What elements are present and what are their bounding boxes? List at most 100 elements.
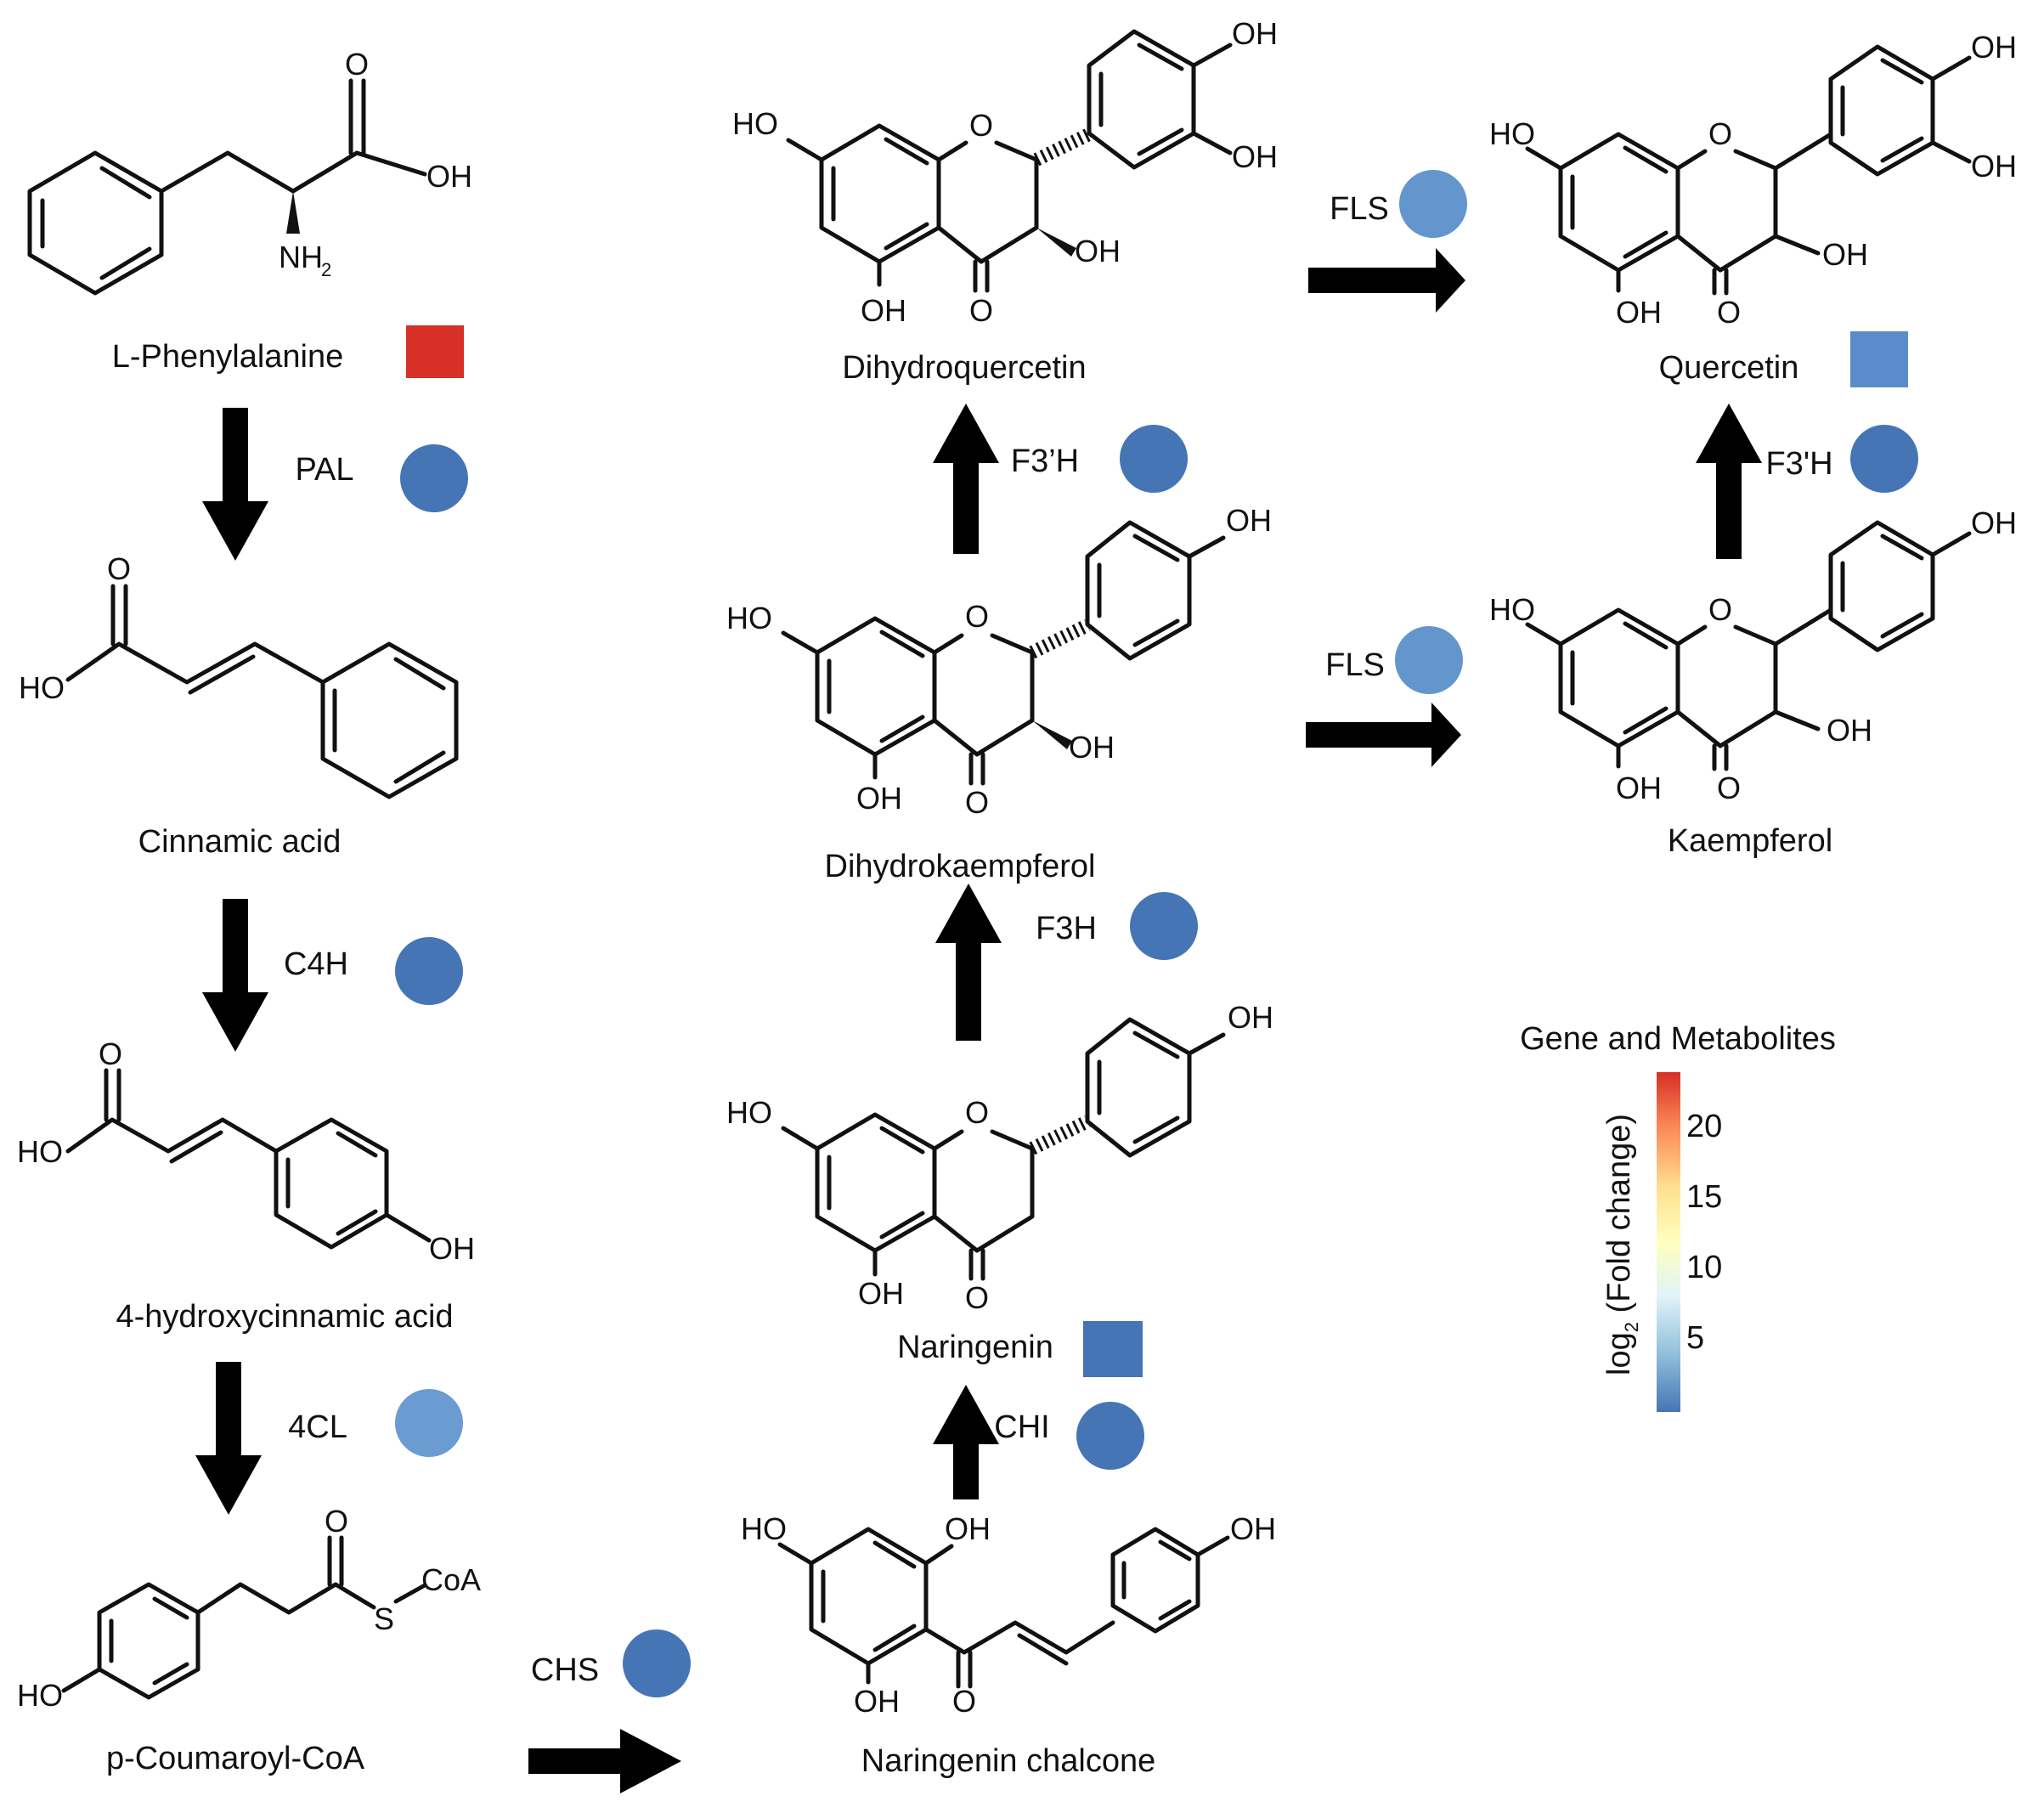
gene-marker-4cl [395, 1389, 463, 1457]
atom-oh: OH [1616, 295, 1662, 330]
atom-oh: OH [856, 781, 902, 816]
gene-marker-chi [1076, 1402, 1144, 1470]
arrow-chi [933, 1385, 999, 1499]
structure-naringenin: O HO OH O OH [726, 1000, 1273, 1315]
label-enzyme-f3h-right: F3'H [1765, 446, 1832, 482]
label-enzyme-chi: CHI [994, 1409, 1049, 1445]
atom-o: O [965, 785, 989, 820]
legend-tick: 5 [1686, 1320, 1704, 1356]
atom-oh: OH [1232, 16, 1278, 51]
atom-oh: OH [1232, 139, 1278, 174]
legend-axis-label: log2 (Fold change) [1601, 1114, 1642, 1375]
arrow-f3h-prime [933, 404, 999, 554]
atom-oh: OH [1616, 771, 1662, 805]
atom-o: O [1708, 592, 1732, 627]
label-dihydroquercetin: Dihydroquercetin [842, 350, 1086, 386]
atom-oh: OH [1228, 1000, 1273, 1035]
atom-o: O [1717, 295, 1741, 330]
atom-ho: HO [726, 601, 772, 635]
arrow-fls-middle [1306, 703, 1461, 767]
label-enzyme-pal: PAL [295, 452, 353, 488]
gene-marker-pal [400, 444, 468, 512]
structure-quercetin: O HO OH O OH OH OH [1489, 30, 2017, 330]
atom-oh: OH [1971, 149, 2017, 184]
atom-subscript: 2 [321, 259, 331, 280]
legend-title: Gene and Metabolites [1520, 1021, 1836, 1057]
arrow-4cl [195, 1362, 262, 1515]
structure-l-phenylalanine: O OH NH 2 [27, 47, 472, 296]
atom-s: S [374, 1601, 394, 1636]
label-kaempferol: Kaempferol [1668, 823, 1832, 859]
atom-oh: OH [945, 1511, 991, 1546]
arrow-f3h [935, 884, 1002, 1041]
label-enzyme-f3h-prime: F3’H [1011, 443, 1079, 479]
atom-o: O [965, 1095, 989, 1130]
gene-marker-fls-middle [1395, 626, 1463, 694]
atom-coa: CoA [421, 1562, 481, 1597]
atom-ho: HO [17, 1134, 63, 1169]
arrow-c4h [202, 899, 268, 1052]
atom-oh: OH [1075, 234, 1121, 268]
label-enzyme-f3h: F3H [1036, 911, 1097, 946]
atom-o: O [969, 108, 993, 143]
atom-o: O [325, 1504, 348, 1539]
arrow-f3h-right [1696, 404, 1762, 559]
label-enzyme-chs: CHS [531, 1652, 599, 1688]
atom-oh: OH [1971, 505, 2017, 540]
atom-o: O [345, 47, 369, 82]
label-enzyme-4cl: 4CL [288, 1409, 347, 1445]
structure-p-coumaroyl-coa: O S CoA HO [17, 1504, 481, 1713]
arrow-fls-top [1308, 248, 1465, 313]
label-cinnamic-acid: Cinnamic acid [138, 824, 342, 860]
atom-ho: HO [17, 1678, 63, 1713]
atom-o: O [965, 1280, 989, 1315]
atom-oh: OH [858, 1276, 904, 1311]
gene-marker-c4h [395, 937, 463, 1005]
legend-tick: 20 [1686, 1109, 1722, 1144]
structure-4-hydroxycinnamic-acid: O HO OH [17, 1036, 475, 1266]
atom-o: O [1717, 771, 1741, 805]
arrow-chs [528, 1729, 681, 1793]
atom-oh: OH [426, 159, 472, 194]
structure-dihydrokaempferol: O HO OH O OH OH [726, 503, 1272, 820]
atom-nh: NH [279, 240, 323, 274]
structure-cinnamic-acid: O HO [19, 551, 459, 799]
metabolite-marker-l-phenylalanine [406, 325, 464, 378]
metabolite-marker-quercetin [1850, 331, 1908, 387]
atom-oh: OH [1827, 713, 1872, 748]
atom-o: O [969, 293, 993, 328]
metabolite-marker-naringenin [1083, 1321, 1143, 1377]
label-p-coumaroyl-coa: p-Coumaroyl-CoA [106, 1741, 365, 1776]
label-naringenin: Naringenin [897, 1330, 1053, 1365]
atom-o: O [107, 551, 131, 586]
atom-o: O [965, 599, 989, 634]
color-legend: Gene and Metabolites log2 (Fold change) … [1520, 1021, 1836, 1412]
label-naringenin-chalcone: Naringenin chalcone [861, 1743, 1155, 1779]
atom-o: O [99, 1036, 122, 1071]
atom-ho: HO [741, 1511, 787, 1546]
gene-marker-chs [623, 1629, 691, 1697]
atom-oh: OH [1226, 503, 1272, 538]
label-4-hydroxycinnamic-acid: 4-hydroxycinnamic acid [116, 1299, 453, 1335]
atom-ho: HO [726, 1095, 772, 1130]
atom-ho: HO [1489, 116, 1535, 151]
label-enzyme-fls-top: FLS [1330, 191, 1389, 227]
gene-marker-f3h [1130, 892, 1198, 960]
legend-tick: 10 [1686, 1250, 1722, 1285]
label-enzyme-c4h: C4H [284, 946, 348, 982]
atom-oh: OH [1822, 237, 1868, 272]
structure-dihydroquercetin: O HO OH O OH OH OH [732, 16, 1278, 328]
label-quercetin: Quercetin [1659, 350, 1799, 386]
legend-axis-rest: (Fold change) [1601, 1114, 1637, 1322]
structure-kaempferol: O HO OH O OH OH [1489, 505, 2017, 805]
atom-ho: HO [1489, 592, 1535, 627]
atom-oh: OH [854, 1684, 900, 1719]
atom-o: O [1708, 116, 1732, 151]
atom-oh: OH [1069, 730, 1115, 765]
label-l-phenylalanine: L-Phenylalanine [112, 339, 344, 375]
legend-axis-subscript: 2 [1621, 1322, 1642, 1332]
atom-oh: OH [429, 1231, 475, 1266]
atom-ho: HO [732, 106, 778, 141]
gene-marker-f3h-prime [1120, 425, 1188, 493]
